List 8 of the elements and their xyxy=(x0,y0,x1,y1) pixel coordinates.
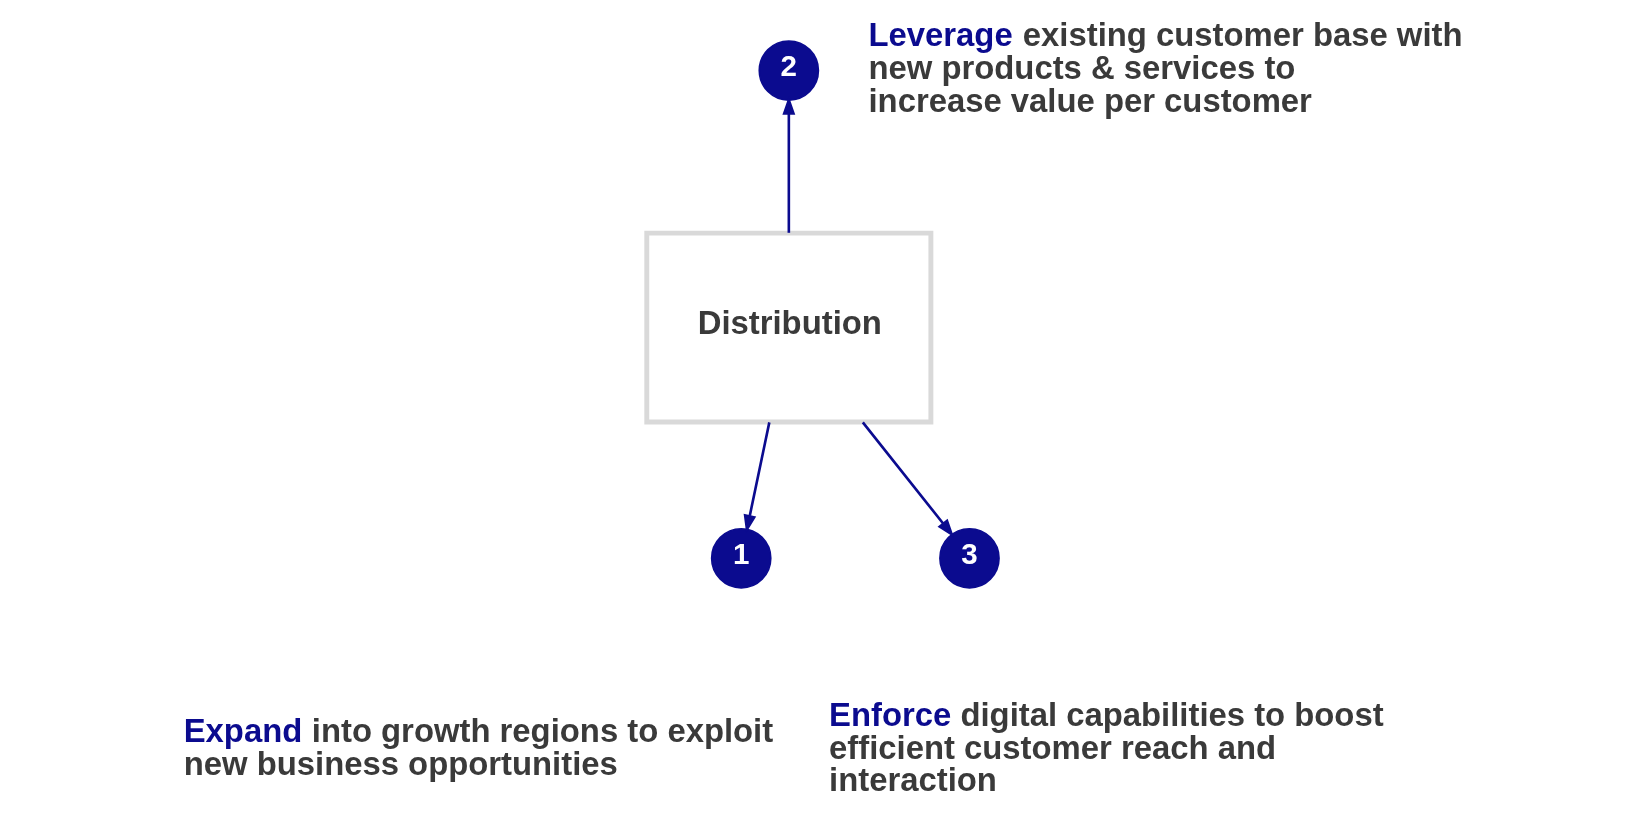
node-circle: 1 xyxy=(710,527,772,589)
node-label: Expand into growth regions to exploit new business opportunities xyxy=(183,712,774,783)
node-box: Distribution xyxy=(644,230,934,425)
node-circle: 3 xyxy=(939,527,1000,589)
arrow xyxy=(861,421,955,538)
node-circle: 2 xyxy=(758,40,820,101)
node-label: Leverage existing customer base with new products & services to increase value per customer xyxy=(868,15,1463,119)
node-label: Enforce digital capabilities to boost efficient customer reach and interaction xyxy=(829,695,1384,799)
